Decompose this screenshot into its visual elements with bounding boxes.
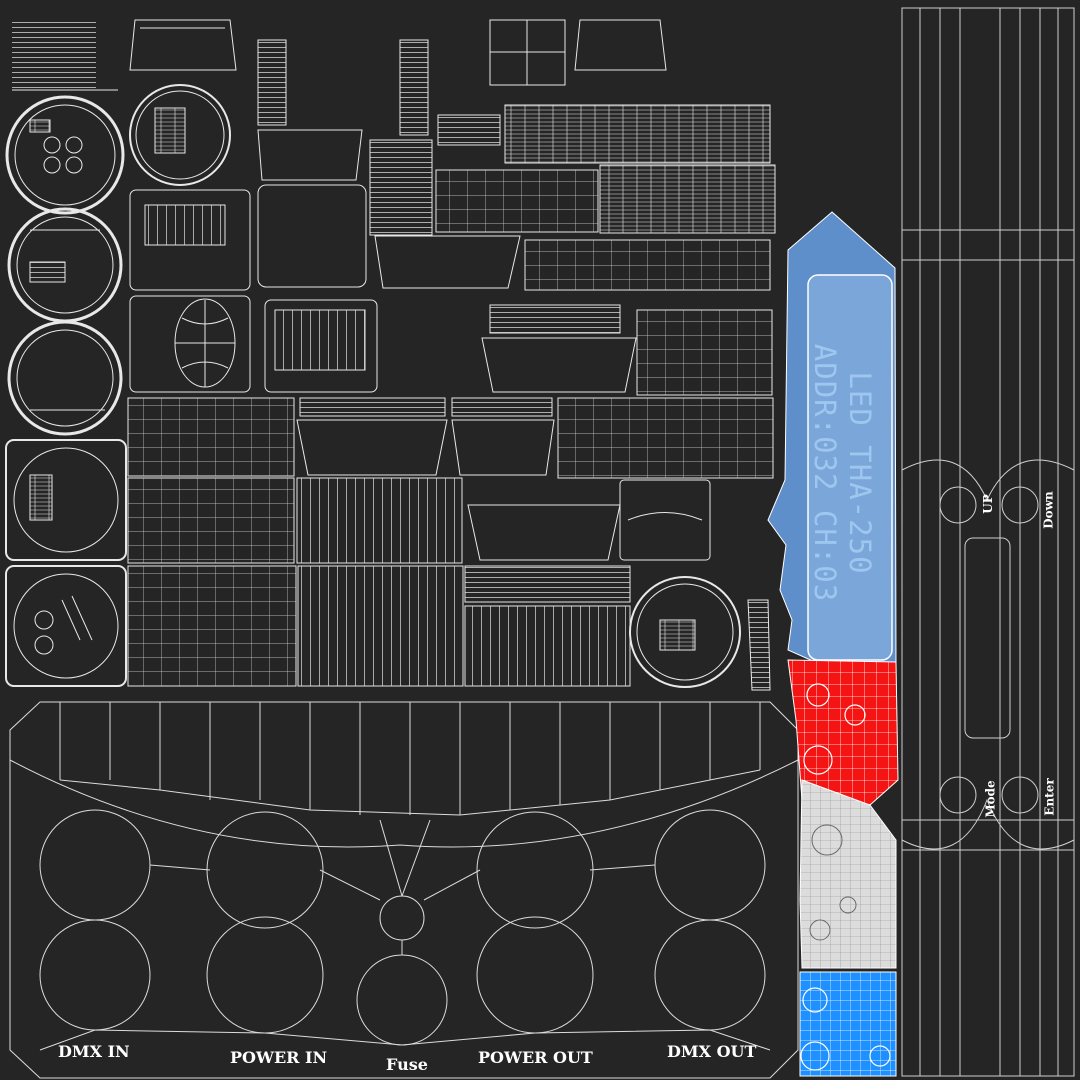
panel-sphere [129,295,251,393]
round-gauge-7 [629,576,771,691]
grey-island [799,779,897,969]
small-trapezoid-frame [619,479,711,561]
round-gauge-1 [5,95,125,215]
fuse-label: Fuse [386,1055,428,1074]
dmx-in-label: DMX IN [58,1042,130,1061]
power-out-label: POWER OUT [478,1048,593,1067]
round-gauge-3 [7,320,123,436]
display-line-1: LED THA-250 [843,371,877,575]
enter-button-label: Enter [1042,778,1057,816]
enter-button-outline [1001,776,1039,814]
button-strip [901,7,1075,1077]
power-in-socket [206,811,324,929]
tile-block-b [257,129,378,393]
dmx-in-socket [39,809,151,921]
round-gauge-2 [7,207,123,323]
power-in-label: POWER IN [230,1048,328,1067]
power-in-lower-ring [206,916,324,1034]
connector-panel [9,701,799,1079]
power-out-lower-ring [476,916,594,1034]
red-island-details [803,683,866,775]
fuse-socket [379,895,425,941]
strip-column [257,39,433,236]
dmx-in-lower-ring [39,919,151,1031]
dmx-out-label: DMX OUT [667,1042,757,1061]
trapezoid-tiles-mid [296,304,637,561]
display-line-2: ADDR:032 CH:03 [808,343,842,603]
fuse-lower-ring [356,954,448,1046]
grey-island-details [809,824,857,941]
down-button-label: Down [1041,491,1056,529]
grid-block-lower [127,397,631,687]
round-gauge-4 [5,439,127,561]
display-screen [807,274,893,661]
dmx-out-lower-ring [654,919,766,1031]
top-left-stripes [12,20,118,91]
mode-button-outline [939,776,977,814]
grid-panel-right [636,309,773,396]
grid-panel-right-2 [557,397,774,479]
up-button-label: UP [980,494,995,514]
power-out-socket [476,811,594,929]
mode-button-label: Mode [983,780,998,818]
panel-grille-a [129,189,251,291]
round-gauge-6 [129,84,231,186]
tile-row-top [129,19,667,86]
blue-island-details [800,987,891,1071]
dense-panel-upper [374,104,776,291]
round-gauge-5 [5,565,127,687]
dmx-out-socket [654,809,766,921]
up-button-outline [939,486,977,524]
down-button-outline [1001,486,1039,524]
